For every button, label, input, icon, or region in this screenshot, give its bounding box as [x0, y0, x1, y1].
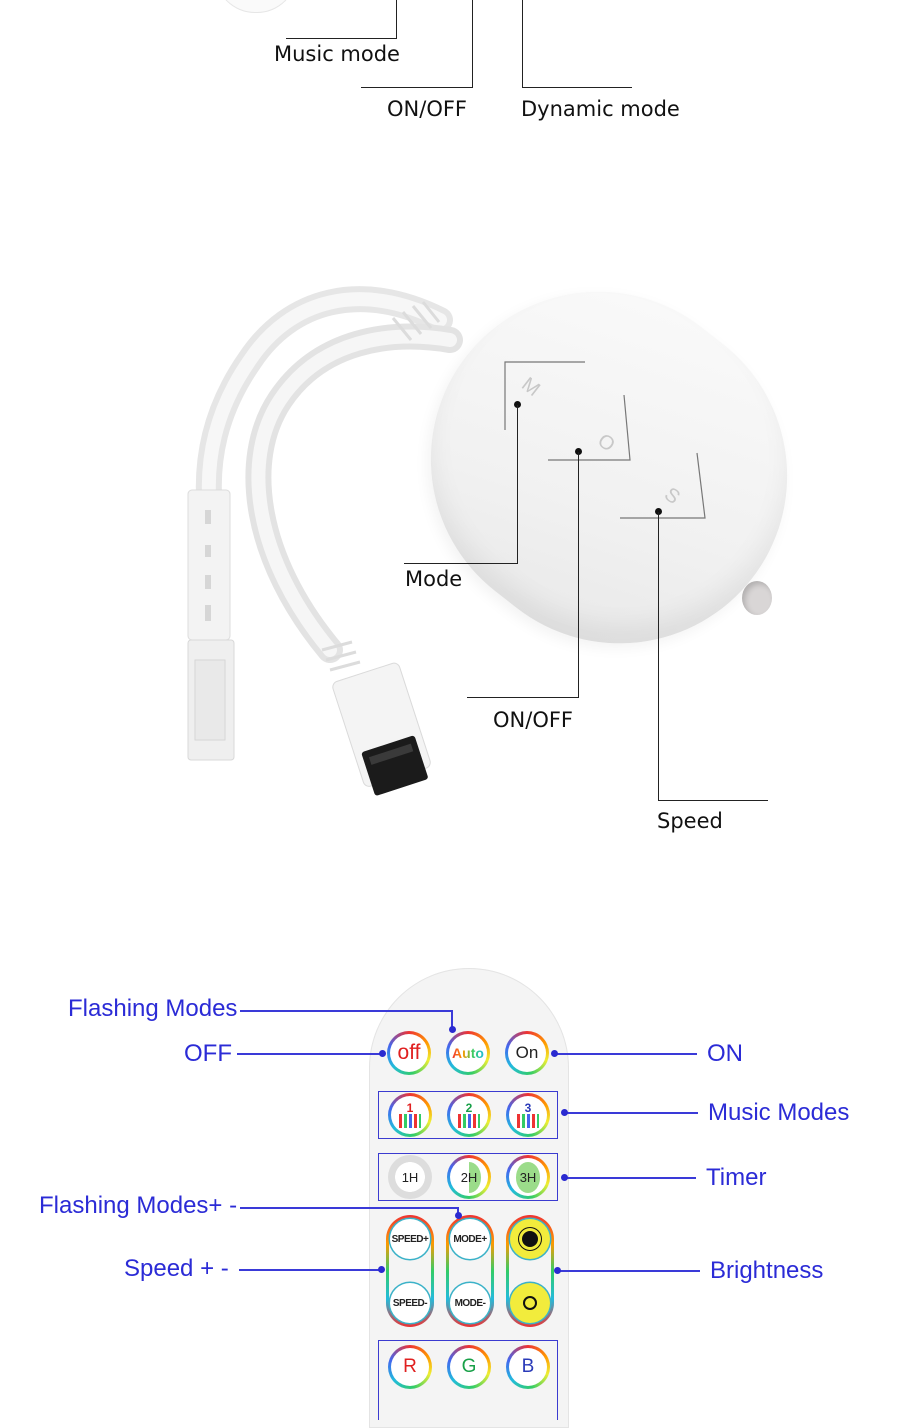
brightness-pill [506, 1215, 554, 1327]
timer-group [378, 1153, 558, 1201]
dot-flashing-modes-pm [455, 1212, 462, 1219]
leader-timer [566, 1177, 696, 1179]
label-speed: Speed [657, 809, 723, 833]
leader-brightness [560, 1270, 700, 1272]
remote-button-off-label: off [397, 1041, 421, 1064]
leader-mode-v [517, 405, 518, 563]
dot-speed [655, 508, 662, 515]
sun-small-icon [523, 1296, 537, 1310]
dot-on [551, 1050, 558, 1057]
speed-plus-label: SPEED+ [391, 1233, 429, 1245]
label-brightness: Brightness [710, 1257, 824, 1284]
leader-dynamic-v [522, 0, 523, 88]
leader-flashing-modes-pm-v [457, 1207, 459, 1216]
remote-button-timer-1h[interactable]: 1H [388, 1155, 432, 1199]
leader-flashing-modes-pm-h [240, 1207, 458, 1209]
remote-button-mode-minus[interactable]: MODE- [450, 1283, 490, 1323]
dot-off [379, 1050, 386, 1057]
dot-speed-pm [378, 1266, 385, 1273]
remote-button-r[interactable]: R [388, 1345, 432, 1389]
music-1-number: 1 [406, 1100, 414, 1115]
controller-cables [187, 286, 463, 796]
leader-on [557, 1053, 697, 1055]
label-timer: Timer [706, 1164, 767, 1191]
leader-music-mode-v [396, 0, 397, 38]
remote-button-music-2[interactable]: 2 [447, 1093, 491, 1137]
remote-button-auto-label: Auto [452, 1045, 484, 1061]
remote-body [369, 968, 569, 1428]
label-music-mode: Music mode [274, 42, 400, 66]
leader-speed-v [658, 512, 659, 800]
remote-button-b[interactable]: B [506, 1345, 550, 1389]
dot-music-modes [561, 1109, 568, 1116]
top-labels-section: Music mode ON/OFF Dynamic mode [0, 0, 900, 140]
speed-pill: SPEED+ SPEED- [386, 1215, 434, 1327]
dot-mode [514, 401, 521, 408]
label-dynamic-mode: Dynamic mode [521, 97, 680, 121]
mode-plus-label: MODE+ [453, 1233, 487, 1245]
remote-button-music-3[interactable]: 3 [506, 1093, 550, 1137]
dot-timer [561, 1174, 568, 1181]
label-on: ON [707, 1040, 743, 1067]
timer-3h-label: 3H [515, 1161, 541, 1193]
remote-button-g[interactable]: G [447, 1345, 491, 1389]
leader-onoff-v [578, 452, 579, 698]
equalizer-icon [399, 1113, 421, 1128]
label-flashing-modes-pm: Flashing Modes+ - [39, 1192, 238, 1219]
music-modes-group [378, 1091, 558, 1139]
leader-flashing-modes-h [240, 1010, 452, 1012]
leader-music-mode-h [286, 38, 397, 39]
b-label: B [521, 1356, 535, 1377]
label-music-modes: Music Modes [708, 1099, 850, 1126]
remote-button-mode-plus[interactable]: MODE+ [450, 1219, 490, 1259]
music-3-number: 3 [524, 1100, 532, 1115]
device-edge-top [215, 0, 297, 13]
remote-button-speed-minus[interactable]: SPEED- [390, 1283, 430, 1323]
equalizer-icon [458, 1113, 480, 1128]
remote-button-brightness-down[interactable] [510, 1283, 550, 1323]
remote-button-speed-plus[interactable]: SPEED+ [390, 1219, 430, 1259]
remote-button-on-label: On [515, 1043, 539, 1062]
remote-button-music-1[interactable]: 1 [388, 1093, 432, 1137]
leader-onoff-h [467, 697, 579, 698]
leader-speed-pm [239, 1269, 382, 1271]
remote-button-timer-2h[interactable]: 2H [447, 1155, 491, 1199]
remote-button-on[interactable]: On [505, 1031, 549, 1075]
dot-onoff [575, 448, 582, 455]
timer-2h-label: 2H [456, 1161, 482, 1193]
label-flashing-modes: Flashing Modes [68, 995, 238, 1022]
g-label: G [461, 1356, 477, 1377]
leader-flashing-modes-v [451, 1010, 453, 1029]
controller-button-outlines [504, 361, 706, 519]
remote-button-off[interactable]: off [387, 1031, 431, 1075]
music-2-number: 2 [465, 1100, 473, 1115]
remote-button-auto[interactable]: Auto [446, 1031, 490, 1075]
leader-speed-h [658, 800, 768, 801]
rgb-group [378, 1340, 558, 1420]
leader-off [237, 1053, 382, 1055]
dot-flashing-modes [449, 1026, 456, 1033]
label-speed-pm: Speed + - [124, 1255, 229, 1282]
remote-button-timer-3h[interactable]: 3H [506, 1155, 550, 1199]
speed-minus-label: SPEED- [392, 1297, 428, 1309]
mode-minus-label: MODE- [454, 1297, 486, 1309]
label-off: OFF [184, 1040, 232, 1067]
remote-button-brightness-up[interactable] [510, 1219, 550, 1259]
mode-pill: MODE+ MODE- [446, 1215, 494, 1327]
leader-onoff-top-h [361, 87, 473, 88]
dot-brightness [554, 1267, 561, 1274]
r-label: R [403, 1356, 417, 1377]
leader-dynamic-h [522, 87, 632, 88]
leader-music-modes [566, 1112, 698, 1114]
sun-large-icon [522, 1231, 538, 1247]
label-onoff-top: ON/OFF [387, 97, 468, 121]
controller-port [742, 581, 772, 615]
timer-1h-label: 1H [401, 1169, 419, 1185]
label-onoff-controller: ON/OFF [493, 708, 574, 732]
leader-mode-h [404, 563, 518, 564]
label-mode: Mode [405, 567, 463, 591]
controller-section: M O S Mode ON/OFF Speed [0, 224, 900, 880]
equalizer-icon [517, 1113, 539, 1128]
leader-onoff-top-v [472, 0, 473, 88]
